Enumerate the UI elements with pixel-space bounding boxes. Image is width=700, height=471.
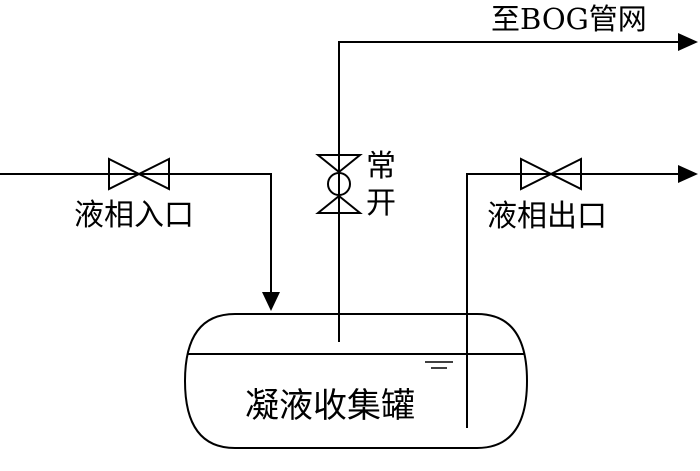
outlet-valve-icon	[520, 157, 582, 191]
inlet-arrow-icon	[262, 292, 280, 311]
inlet-valve-icon	[108, 157, 170, 191]
outlet-pipe	[466, 173, 680, 428]
bog-network-label: 至BOG管网	[491, 2, 647, 36]
normally-open-label-top: 常	[366, 149, 396, 184]
normally-open-label-bottom: 开	[366, 186, 396, 221]
bog-pipe	[338, 41, 680, 342]
tank-label: 凝液收集罐	[245, 386, 415, 426]
bog-arrow-icon	[678, 33, 698, 51]
condensate-tank	[183, 313, 529, 449]
liquid-inlet-label: 液相入口	[74, 198, 194, 233]
outlet-arrow-icon	[678, 165, 698, 183]
liquid-level-symbol-icon	[425, 361, 453, 369]
normally-open-valve-icon	[315, 154, 363, 214]
liquid-outlet-label: 液相出口	[487, 199, 607, 234]
inlet-pipe	[0, 173, 272, 295]
